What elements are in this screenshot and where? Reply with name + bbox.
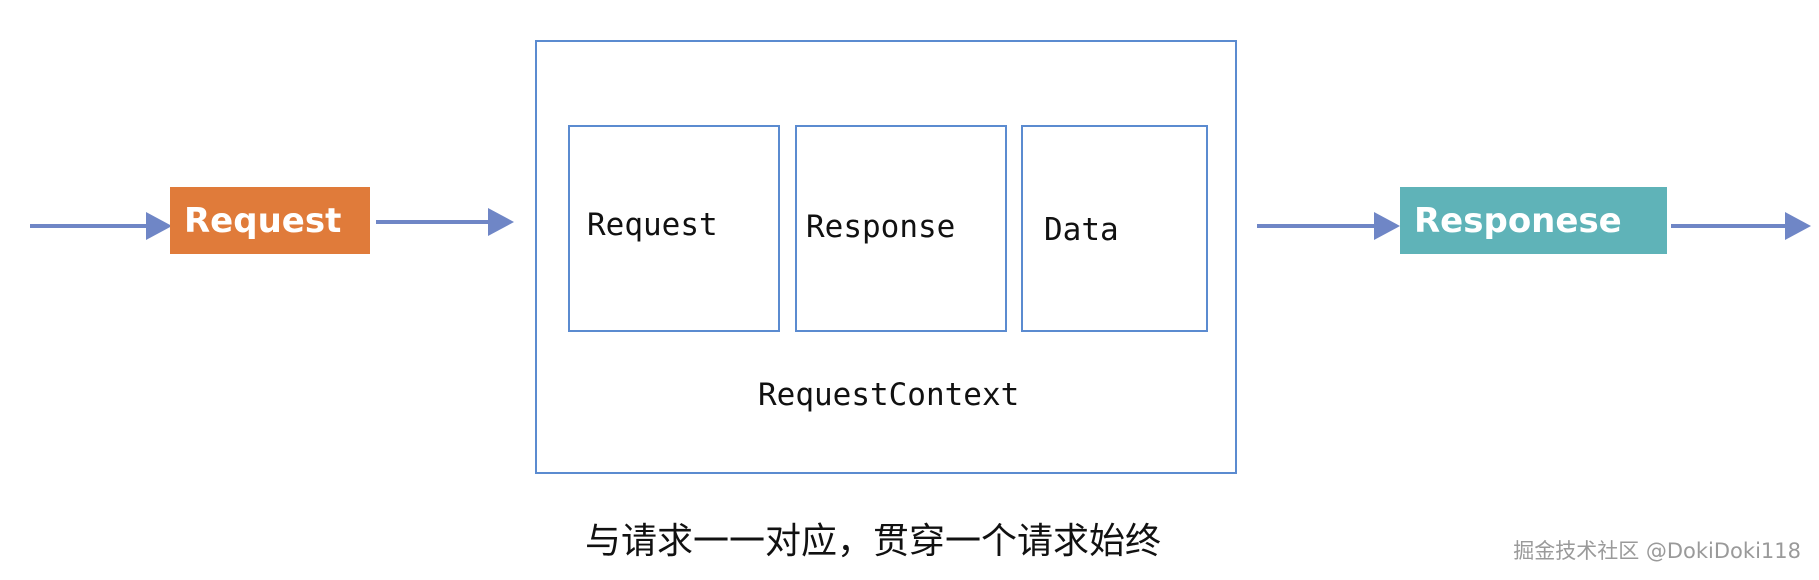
- arrow-request-to-context: [376, 208, 514, 236]
- request-context-box: [535, 40, 1237, 474]
- diagram-caption: 与请求一一对应，贯穿一个请求始终: [585, 521, 1162, 562]
- context-item-data-label: Data: [1044, 212, 1119, 248]
- arrow-into-request: [30, 212, 172, 240]
- watermark-text: 掘金技术社区 @DokiDoki118: [1513, 539, 1801, 563]
- request-node: Request: [170, 187, 370, 254]
- context-item-data: Data: [1021, 125, 1208, 332]
- context-item-response-label: Response: [806, 209, 956, 245]
- request-context-label: RequestContext: [758, 377, 1020, 413]
- response-node: Responese: [1400, 187, 1667, 254]
- response-node-label: Responese: [1414, 200, 1622, 241]
- context-item-request-label: Request: [587, 207, 718, 243]
- arrow-context-to-response: [1257, 212, 1400, 240]
- arrow-out-of-response: [1671, 212, 1811, 240]
- request-node-label: Request: [184, 200, 342, 241]
- context-item-request: Request: [568, 125, 780, 332]
- context-item-response: Response: [795, 125, 1007, 332]
